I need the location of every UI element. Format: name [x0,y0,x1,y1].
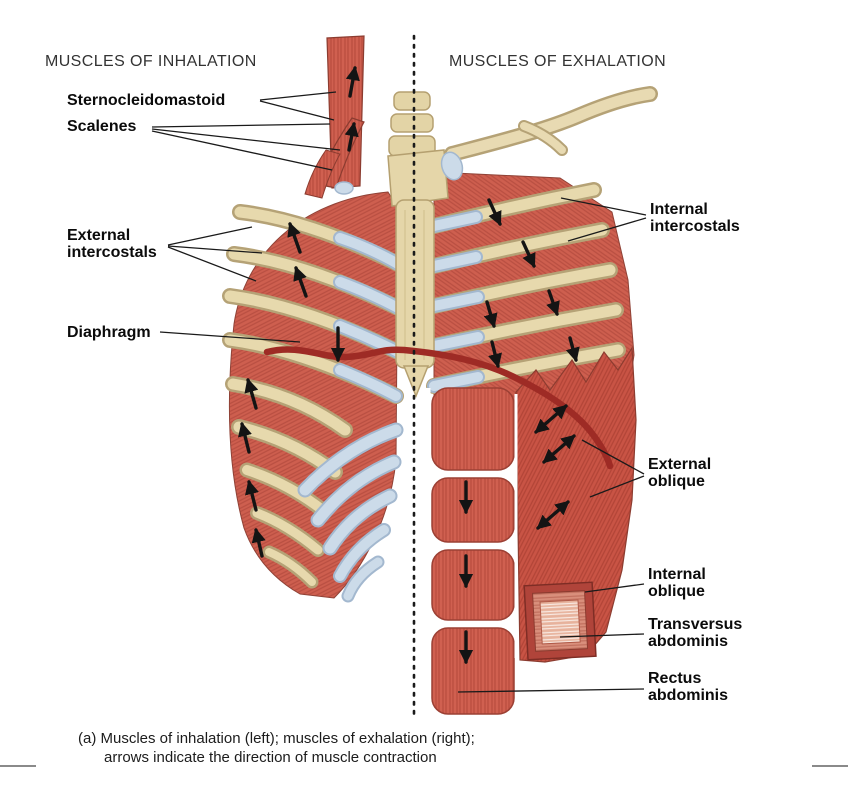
label-external-oblique: External oblique [648,456,712,491]
first-rib-cartilage [334,181,354,195]
clavicle [444,86,658,162]
label-scalenes: Scalenes [67,118,137,135]
figure-caption-line2: arrows indicate the direction of muscle … [104,749,437,766]
contraction-arrows [238,65,580,665]
transversus-abdominis-muscle [539,599,581,645]
rectus-abdominis-muscle [431,387,515,715]
figure-caption-line1: (a) Muscles of inhalation (left); muscle… [78,730,475,747]
label-internal-oblique: Internal oblique [648,566,706,601]
scapula-cartilage [440,151,464,181]
left-panel-title: MUSCLES OF INHALATION [45,53,257,70]
sternum [387,91,449,399]
label-internal-intercostals: Internal intercostals [650,201,740,236]
linea-alba [425,388,518,714]
label-diaphragm: Diaphragm [67,324,151,341]
oblique-window [523,581,597,661]
costal-cartilage-left [297,231,405,603]
right-panel-title: MUSCLES OF EXHALATION [449,53,667,70]
label-external-intercostals: External intercostals [67,227,157,262]
leader-lines [151,91,647,693]
label-transversus-abdominis: Transversus abdominis [648,616,743,651]
label-sternocleidomastoid: Sternocleidomastoid [67,92,226,109]
label-rectus-abdominis: Rectus abdominis [648,670,729,705]
costal-cartilage-right [427,210,485,393]
